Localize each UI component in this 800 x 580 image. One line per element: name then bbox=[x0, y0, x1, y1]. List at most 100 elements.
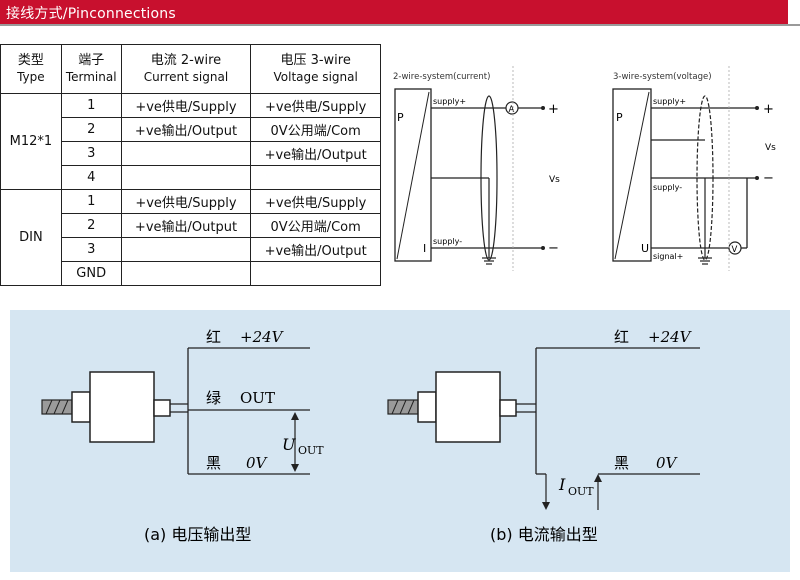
sensor-body bbox=[435, 371, 501, 443]
sensor-body bbox=[89, 371, 155, 443]
voltage-cell: +ve输出/Output bbox=[250, 141, 381, 166]
return-arrow-up bbox=[594, 474, 602, 482]
i-label: I bbox=[423, 242, 426, 255]
hatch-line bbox=[399, 399, 407, 415]
voltage-cell bbox=[250, 261, 381, 286]
transmitter-box bbox=[612, 88, 652, 262]
terminal-minus-dot bbox=[755, 176, 759, 180]
terminal-cell: 3 bbox=[60, 237, 122, 262]
current-cell bbox=[120, 141, 252, 166]
current-output-diagram: 红 +24V 黑 0V I OUT (b) 电流输出型 bbox=[387, 328, 700, 544]
current-caption: (b) 电流输出型 bbox=[490, 525, 598, 544]
supply-minus-label: supply- bbox=[433, 237, 462, 246]
u-out-arrow-up bbox=[291, 412, 299, 420]
current-cell bbox=[120, 237, 252, 262]
black-label: 黑 bbox=[206, 454, 221, 472]
current-cell: +ve输出/Output bbox=[120, 117, 252, 142]
i-out-subscript: OUT bbox=[568, 485, 594, 498]
black-value: 0V bbox=[656, 454, 679, 472]
output-arrow-down bbox=[542, 502, 550, 510]
voltmeter-label: V bbox=[732, 245, 738, 255]
current-cell: +ve供电/Supply bbox=[120, 93, 252, 118]
transmitter-diagonal bbox=[614, 91, 650, 260]
output-type-panel: 红 +24V 绿 OUT 黑 0V U OUT (a) 电压输出型 红 +24V bbox=[10, 310, 790, 572]
voltage-cell: 0V公用端/Com bbox=[250, 117, 381, 142]
hatch-line bbox=[61, 399, 69, 415]
ammeter-icon bbox=[505, 101, 519, 115]
voltage-output-diagram: 红 +24V 绿 OUT 黑 0V U OUT (a) 电压输出型 bbox=[41, 328, 324, 544]
hatch-line bbox=[45, 399, 53, 415]
two-wire-diagram: 2-wire-system(current) P I supply+ suppl… bbox=[393, 66, 560, 271]
terminal-minus-dot bbox=[541, 246, 545, 250]
current-cell bbox=[120, 261, 252, 286]
sensor-flange bbox=[417, 391, 437, 423]
transmitter-box bbox=[394, 88, 432, 262]
hatch-line bbox=[391, 399, 399, 415]
minus-sign: − bbox=[763, 171, 774, 186]
u-label: U bbox=[641, 242, 649, 255]
section-banner: 接线方式/Pinconnections bbox=[0, 0, 800, 26]
voltage-cell: +ve供电/Supply bbox=[250, 93, 381, 118]
u-out-symbol: U bbox=[282, 435, 296, 454]
terminal-cell: 2 bbox=[60, 213, 122, 238]
supply-plus-label: supply+ bbox=[433, 97, 466, 106]
terminal-cell: 4 bbox=[60, 165, 122, 190]
i-out-symbol: I bbox=[558, 475, 566, 494]
current-cell bbox=[120, 165, 252, 190]
p-label: P bbox=[616, 111, 623, 124]
banner-background bbox=[0, 0, 788, 24]
vs-label: Vs bbox=[549, 175, 560, 185]
red-value: +24V bbox=[648, 328, 693, 346]
terminal-plus-dot bbox=[755, 106, 759, 110]
voltage-cell bbox=[250, 165, 381, 190]
table-row: GND bbox=[1, 261, 381, 286]
terminal-cell: 2 bbox=[60, 117, 122, 142]
voltage-cell: 0V公用端/Com bbox=[250, 213, 381, 238]
table-row: DIN 1 +ve供电/Supply +ve供电/Supply bbox=[0, 189, 381, 286]
u-out-arrow-down bbox=[291, 464, 299, 472]
section-title: 接线方式/Pinconnections bbox=[6, 6, 176, 22]
three-wire-title: 3-wire-system(voltage) bbox=[613, 72, 712, 82]
banner-underline bbox=[0, 24, 800, 26]
table-row: 2 +ve输出/Output 0V公用端/Com bbox=[1, 213, 381, 238]
terminal-plus-dot bbox=[541, 106, 545, 110]
current-cell: +ve输出/Output bbox=[120, 213, 252, 238]
red-label: 红 bbox=[206, 328, 221, 346]
table-row: M12*1 1 +ve供电/Supply +ve供电/Supply bbox=[0, 93, 381, 190]
black-value: 0V bbox=[246, 454, 269, 472]
voltage-caption: (a) 电压输出型 bbox=[144, 525, 251, 544]
black-label: 黑 bbox=[614, 454, 629, 472]
vs-label: Vs bbox=[765, 143, 776, 153]
supply-plus-label: supply+ bbox=[653, 97, 686, 106]
sensor-connector bbox=[499, 399, 517, 417]
table-row: 3 +ve输出/Output bbox=[1, 141, 381, 166]
type-m12: M12*1 bbox=[0, 93, 62, 190]
green-label: 绿 bbox=[206, 389, 221, 407]
terminal-cell: GND bbox=[60, 261, 122, 286]
type-din: DIN bbox=[0, 189, 62, 286]
signal-plus-label: signal+ bbox=[653, 252, 683, 261]
plus-sign: + bbox=[548, 102, 559, 117]
two-wire-title: 2-wire-system(current) bbox=[393, 72, 490, 82]
plus-sign: + bbox=[763, 102, 774, 117]
u-out-subscript: OUT bbox=[298, 444, 324, 457]
voltage-cell: +ve输出/Output bbox=[250, 237, 381, 262]
table-row: 2 +ve输出/Output 0V公用端/Com bbox=[1, 117, 381, 142]
terminal-cell: 3 bbox=[60, 141, 122, 166]
red-value: +24V bbox=[240, 328, 285, 346]
three-wire-diagram: 3-wire-system(voltage) P U supply+ suppl… bbox=[612, 66, 776, 271]
ammeter-label: A bbox=[509, 105, 515, 115]
minus-sign: − bbox=[548, 241, 559, 256]
hatch-line bbox=[407, 399, 415, 415]
transmitter-diagonal bbox=[396, 91, 430, 260]
voltage-cell: +ve供电/Supply bbox=[250, 189, 381, 214]
cable-shield-ellipse bbox=[480, 95, 498, 261]
green-value: OUT bbox=[240, 389, 275, 407]
sensor-flange bbox=[71, 391, 91, 423]
cable-shield-ellipse bbox=[696, 95, 714, 261]
